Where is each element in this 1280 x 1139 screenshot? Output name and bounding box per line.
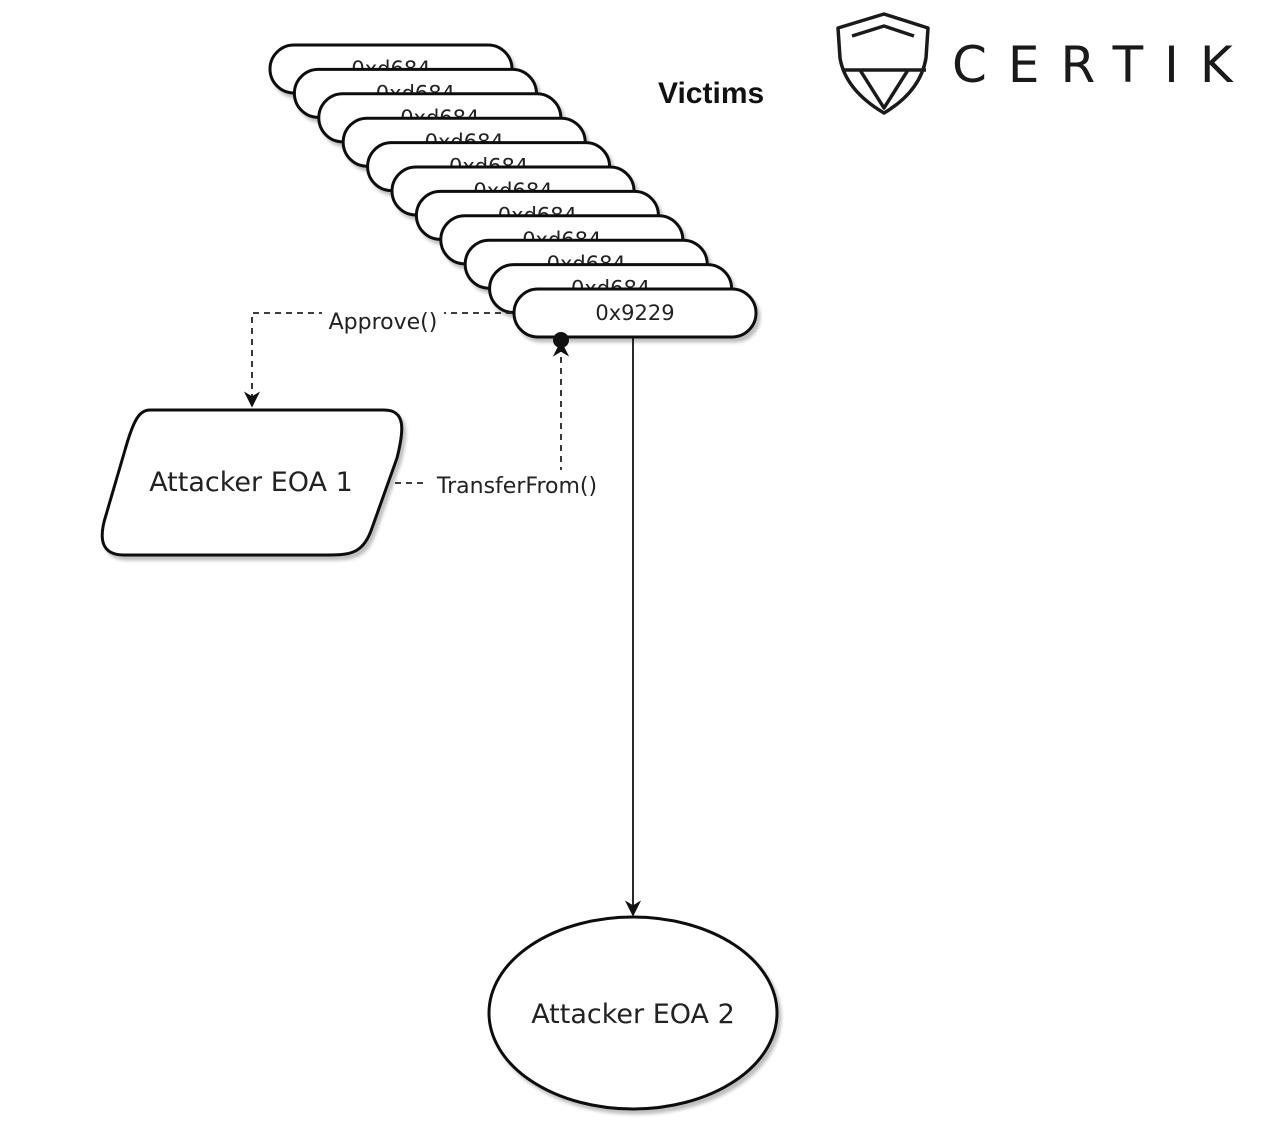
attacker-eoa-2-label: Attacker EOA 2 [531, 999, 735, 1030]
victim-pill [512, 287, 758, 339]
victims-title: Victims [658, 77, 764, 110]
brand-name: CERTIK [952, 36, 1254, 94]
victim-address-label: 0x9229 [595, 301, 674, 325]
victim-stack: 0xd6840xd6840xd6840xd6840xd6840xd6840xd6… [268, 43, 758, 339]
attacker-eoa-2-node: Attacker EOA 2 [487, 915, 779, 1111]
transfer-from-label: TransferFrom() [436, 474, 597, 499]
certik-shield-icon [836, 12, 930, 115]
approve-edge: Approve() [243, 302, 512, 408]
approve-label-bg [322, 302, 444, 330]
certik-logo: CERTIK [836, 12, 1254, 115]
attacker-eoa-1-label: Attacker EOA 1 [149, 467, 353, 498]
approve-label: Approve() [329, 310, 438, 335]
transfer-from-label-bg [427, 470, 607, 498]
transfer-from-endpoint-dot [553, 332, 569, 348]
victim-node-primary: 0x9229 [512, 287, 758, 339]
transfer-from-edge: TransferFrom() [395, 332, 607, 499]
attacker-eoa-1-node: Attacker EOA 1 [100, 408, 404, 557]
